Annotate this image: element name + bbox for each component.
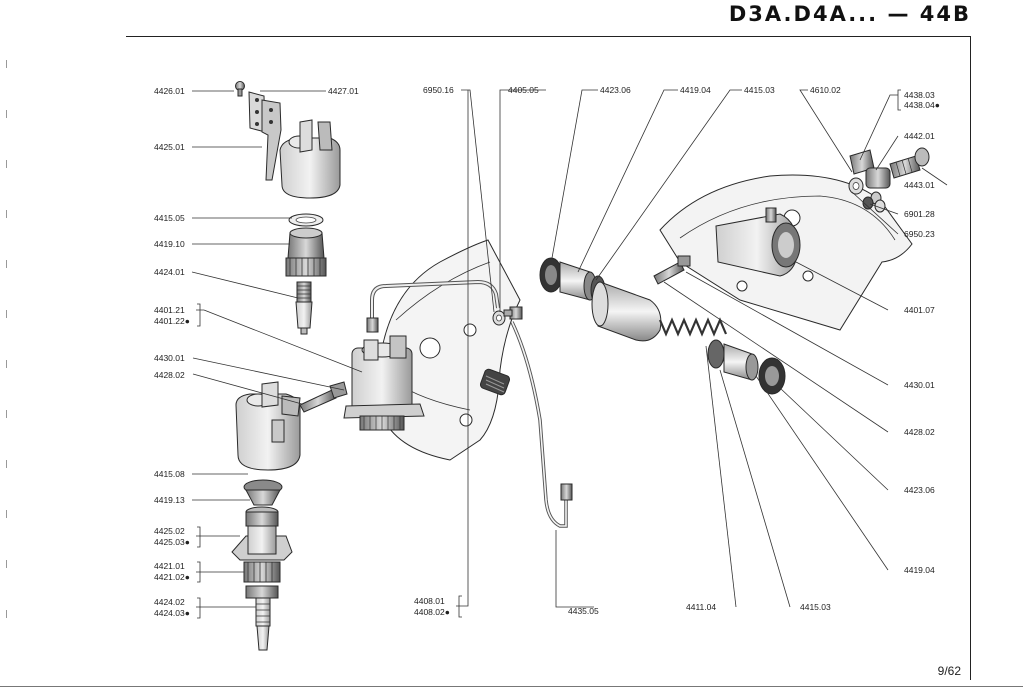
part-bleed-screw-4424-02 — [245, 585, 279, 651]
part-boot-4423-06-right — [758, 357, 786, 395]
callout-4438-04: 4438.04● — [904, 100, 940, 110]
part-brake-pipe-upper — [366, 279, 500, 333]
page-number: 9/62 — [937, 664, 961, 678]
callout-6901-28: 6901.28 — [904, 209, 935, 219]
callout-4443-01: 4443.01 — [904, 180, 935, 190]
callout-4421-01: 4421.01 — [154, 561, 185, 571]
callout-4401-07: 4401.07 — [904, 305, 935, 315]
callout-4425-03: 4425.03● — [154, 537, 190, 547]
part-bleed-screw-right — [653, 255, 691, 285]
part-boot-4423-06-top — [539, 257, 563, 293]
callout-4419-13: 4419.13 — [154, 495, 185, 505]
part-screw-4428-02-left — [299, 381, 348, 413]
part-piston-4419-04-top — [559, 261, 597, 301]
frame-right-rule — [970, 36, 971, 680]
page-bottom-edge — [0, 686, 1023, 687]
part-wheel-cylinder-4401-07 — [715, 207, 801, 277]
callout-4438-03: 4438.03 — [904, 90, 935, 100]
binding-marks — [6, 60, 7, 620]
callout-6950-23: 6950.23 — [904, 229, 935, 239]
callout-4424-03: 4424.03● — [154, 608, 190, 618]
callout-4415-05: 4415.05 — [154, 213, 185, 223]
part-washers-6901-28 — [862, 196, 886, 213]
part-bracket-4425-01 — [261, 99, 282, 181]
grouping-brackets — [197, 89, 901, 619]
part-screw-4405-05 — [503, 306, 523, 320]
page-title: D3A.D4A... — 44B — [728, 2, 971, 26]
callout-4419-10: 4419.10 — [154, 239, 185, 249]
part-cylinder-body — [591, 281, 662, 342]
callout-4401-21: 4401.21 — [154, 305, 185, 315]
header-rule — [126, 36, 971, 37]
callout-4405-05: 4405.05 — [508, 85, 539, 95]
part-bolt-4443-01 — [889, 147, 930, 179]
part-seal-4415-05 — [288, 213, 324, 227]
callout-4442-01: 4442.01 — [904, 131, 935, 141]
callout-4427-01: 4427.01 — [328, 86, 359, 96]
callout-4411-04: 4411.04 — [686, 602, 716, 612]
callout-4428-02-right: 4428.02 — [904, 427, 935, 437]
part-bleed-screw-4424-01 — [295, 281, 313, 335]
callout-4415-03-top: 4415.03 — [744, 85, 775, 95]
callout-4425-02: 4425.02 — [154, 526, 185, 536]
callout-4408-01: 4408.01 — [414, 596, 445, 606]
part-cap-housing-upper — [279, 119, 341, 199]
part-spring-4411-04 — [658, 317, 728, 337]
callout-labels: 4426.01 4427.01 4425.01 4415.05 4419.10 … — [154, 85, 940, 618]
callout-4424-02: 4424.02 — [154, 597, 185, 607]
part-washer-6950-16 — [492, 310, 506, 326]
callout-4425-01: 4425.01 — [154, 142, 185, 152]
part-cap-housing-lower — [235, 381, 301, 471]
part-rubber-grommet — [479, 368, 511, 396]
part-brake-pipe-4435-05 — [510, 321, 573, 528]
callout-4419-04-right: 4419.04 — [904, 565, 935, 575]
part-nut-4421-01 — [243, 561, 281, 583]
callout-4424-01: 4424.01 — [154, 267, 185, 277]
part-seal-4415-08 — [243, 479, 283, 506]
callout-4426-01: 4426.01 — [154, 86, 185, 96]
callout-6950-16: 6950.16 — [423, 85, 454, 95]
callout-4430-01-left: 4430.01 — [154, 353, 185, 363]
callout-4419-04-top: 4419.04 — [680, 85, 711, 95]
leader-lines — [191, 89, 948, 608]
callout-4430-01-right: 4430.01 — [904, 380, 935, 390]
part-banjo-4442-01 — [865, 167, 891, 205]
callout-4415-08: 4415.08 — [154, 469, 185, 479]
callout-4423-06-top: 4423.06 — [600, 85, 631, 95]
callout-4415-03-bottom: 4415.03 — [800, 602, 831, 612]
part-screw-4426-01 — [235, 81, 245, 97]
part-seal-4415-03-right — [707, 339, 725, 369]
callout-4421-02: 4421.02● — [154, 572, 190, 582]
callout-4408-02: 4408.02● — [414, 607, 450, 617]
part-piston-4419-04-right — [723, 343, 759, 381]
part-nut-4419-10 — [285, 227, 327, 277]
callout-4610-02: 4610.02 — [810, 85, 841, 95]
part-nut-4419-13 — [245, 506, 279, 527]
part-bracket-4425-02 — [231, 525, 293, 561]
callout-4401-22: 4401.22● — [154, 316, 190, 326]
callout-4435-05: 4435.05 — [568, 606, 599, 616]
part-wheel-cylinder-4401-21 — [343, 335, 425, 431]
callout-4428-02-left: 4428.02 — [154, 370, 185, 380]
callout-4423-06-right: 4423.06 — [904, 485, 935, 495]
